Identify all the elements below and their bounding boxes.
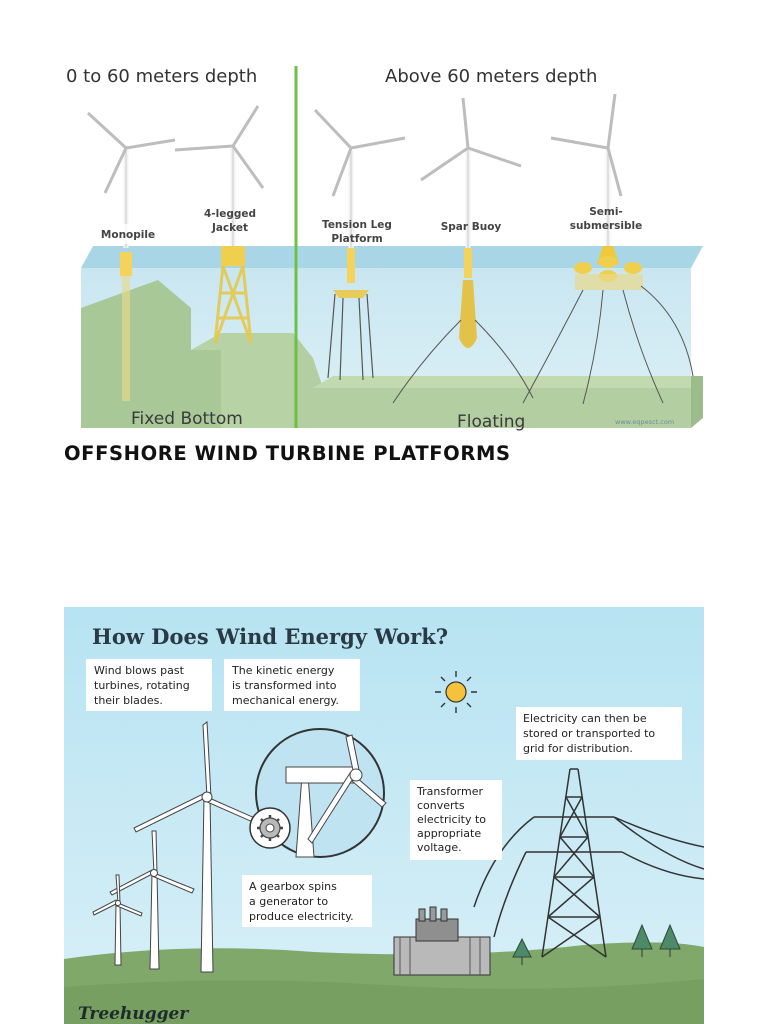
svg-text:Tension Leg: Tension Leg bbox=[322, 219, 392, 231]
tension-leg-turbine bbox=[313, 108, 406, 381]
svg-text:Monopile: Monopile bbox=[101, 229, 155, 241]
footer-fixed-bottom: Fixed Bottom bbox=[131, 409, 243, 429]
treehugger-logo: Treehugger bbox=[78, 1004, 189, 1024]
svg-text:submersible: submersible bbox=[570, 220, 643, 232]
callout-kinetic-energy: The kinetic energy is transformed into m… bbox=[224, 659, 360, 711]
sun-icon bbox=[435, 671, 477, 713]
transmission-tower bbox=[473, 768, 704, 958]
nacelle-zoom-circle bbox=[255, 728, 387, 858]
jacket-label: 4-legged Jacket bbox=[204, 208, 256, 234]
semi-submersible-turbine bbox=[522, 93, 694, 405]
svg-text:Transformer: Transformer bbox=[416, 785, 483, 798]
image-credit: www.eqpesct.com bbox=[615, 418, 674, 426]
seabed bbox=[81, 280, 703, 428]
svg-text:A gearbox spins: A gearbox spins bbox=[249, 880, 337, 893]
svg-text:a generator to: a generator to bbox=[249, 895, 328, 908]
tension-leg-label: Tension Leg Platform bbox=[322, 219, 392, 245]
spar-buoy-turbine bbox=[392, 97, 534, 404]
svg-text:4-legged: 4-legged bbox=[204, 208, 256, 220]
svg-text:The kinetic energy: The kinetic energy bbox=[231, 664, 335, 677]
header-floating-depth: Above 60 meters depth bbox=[385, 66, 597, 87]
svg-text:Jacket: Jacket bbox=[211, 222, 248, 234]
callout-gearbox: A gearbox spins a generator to produce e… bbox=[242, 875, 372, 927]
jacket-turbine bbox=[174, 105, 265, 344]
svg-text:turbines, rotating: turbines, rotating bbox=[94, 679, 190, 692]
svg-text:Semi-: Semi- bbox=[589, 206, 623, 218]
spar-buoy-label: Spar Buoy bbox=[441, 221, 502, 233]
svg-text:appropriate: appropriate bbox=[417, 827, 481, 840]
callout-transformer: Transformer converts electricity to appr… bbox=[410, 780, 502, 860]
svg-text:stored or transported to: stored or transported to bbox=[523, 727, 655, 740]
pine-trees bbox=[512, 923, 681, 965]
svg-text:voltage.: voltage. bbox=[417, 841, 462, 854]
svg-text:their blades.: their blades. bbox=[94, 694, 163, 707]
wind-energy-figure: How Does Wind Energy Work? bbox=[64, 607, 704, 1024]
header-fixed-depth: 0 to 60 meters depth bbox=[66, 66, 257, 87]
transformer-station bbox=[393, 906, 491, 976]
small-wind-turbine bbox=[92, 874, 143, 966]
medium-wind-turbine bbox=[109, 830, 195, 970]
svg-text:is transformed into: is transformed into bbox=[232, 679, 337, 692]
svg-text:grid for distribution.: grid for distribution. bbox=[523, 742, 633, 755]
svg-text:mechanical energy.: mechanical energy. bbox=[232, 694, 339, 707]
semi-submersible-label: Semi- submersible bbox=[570, 206, 643, 232]
svg-text:electricity to: electricity to bbox=[417, 813, 486, 826]
callout-electricity-grid: Electricity can then be stored or transp… bbox=[516, 707, 682, 760]
gear-icon bbox=[249, 807, 291, 849]
svg-text:Electricity can then be: Electricity can then be bbox=[523, 712, 647, 725]
page-heading: OFFSHORE WIND TURBINE PLATFORMS bbox=[64, 442, 511, 465]
svg-text:Spar Buoy: Spar Buoy bbox=[441, 221, 502, 233]
svg-text:Wind blows past: Wind blows past bbox=[94, 664, 185, 677]
svg-text:converts: converts bbox=[417, 799, 465, 812]
svg-text:Platform: Platform bbox=[331, 233, 382, 245]
footer-floating: Floating bbox=[457, 412, 525, 432]
offshore-platforms-figure: 0 to 60 meters depth Above 60 meters dep… bbox=[63, 58, 703, 432]
wind-figure-title: How Does Wind Energy Work? bbox=[92, 624, 448, 649]
callout-wind-blows: Wind blows past turbines, rotating their… bbox=[86, 659, 212, 711]
monopile-label: Monopile bbox=[93, 224, 163, 244]
svg-text:produce electricity.: produce electricity. bbox=[249, 910, 354, 923]
